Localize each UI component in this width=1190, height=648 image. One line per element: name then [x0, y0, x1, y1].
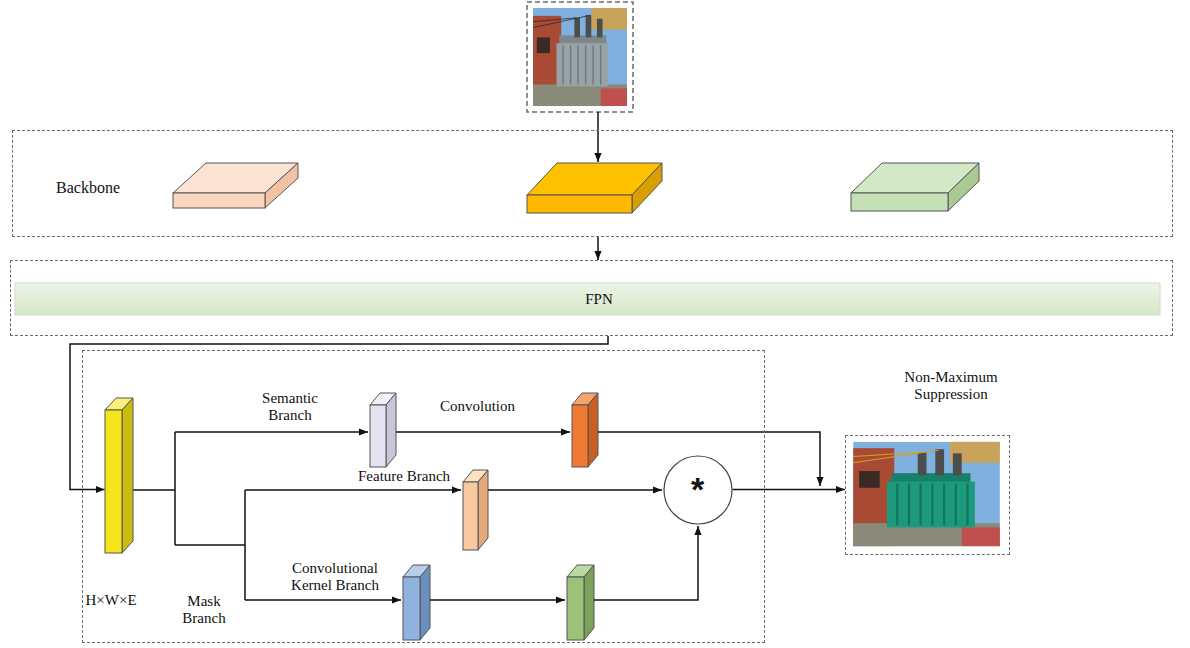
branch-label: Convolutional Kernel Branch — [283, 560, 387, 594]
convolution-operator: * — [663, 455, 733, 525]
feature-slab — [463, 470, 488, 550]
branch-label-holder: Convolution — [440, 398, 550, 415]
operator-symbol: * — [663, 469, 733, 509]
backbone-region: Backbone — [12, 130, 1173, 237]
mask-branch-region: Mask Branch H×W×E * — [82, 350, 765, 643]
flow-arrow — [597, 237, 599, 260]
branch-label-holder: Semantic Branch — [250, 390, 330, 424]
module-title-holder: FPN — [549, 291, 649, 308]
input-photo — [533, 8, 627, 106]
branch-label-holder: Convolutional Kernel Branch — [283, 560, 387, 594]
output-image: Non-Maximum Suppression — [845, 435, 1010, 555]
module-title: FPN — [549, 291, 649, 308]
region-title: Backbone — [56, 179, 176, 196]
step-title: Non-Maximum Suppression — [891, 369, 1011, 403]
fpn-band — [15, 283, 1160, 315]
feature-map-slab — [105, 398, 133, 553]
region-title: Mask Branch — [171, 593, 237, 627]
fpn-region: FPN — [10, 260, 1173, 336]
input-arrow — [597, 112, 599, 162]
output-photo — [846, 436, 1009, 554]
dimension-label-holder: H×W×E — [86, 592, 166, 609]
feature-slab — [572, 393, 598, 467]
branch-label: Convolution — [440, 398, 550, 415]
branch-wires — [133, 432, 820, 600]
feature-map-node: H×W×E — [105, 398, 133, 553]
flow-arrow — [70, 336, 608, 490]
feature-slab — [173, 163, 298, 208]
dimension-label: H×W×E — [86, 592, 166, 609]
flow-arrow — [733, 489, 846, 491]
image-frame — [527, 2, 633, 112]
step-title-holder: Non-Maximum Suppression — [891, 369, 1011, 403]
region-title-holder: Backbone — [56, 179, 176, 196]
branch-label-holder: Feature Branch — [358, 468, 462, 485]
feature-slab — [527, 163, 662, 213]
feature-slab — [851, 163, 979, 211]
feature-slab — [370, 393, 396, 467]
branch-label: Semantic Branch — [250, 390, 330, 424]
feature-slab — [567, 565, 594, 640]
operator-symbol-holder: * — [663, 469, 733, 509]
region-title-holder: Mask Branch — [171, 593, 237, 627]
branch-label: Feature Branch — [358, 468, 462, 485]
feature-slab — [403, 565, 430, 640]
